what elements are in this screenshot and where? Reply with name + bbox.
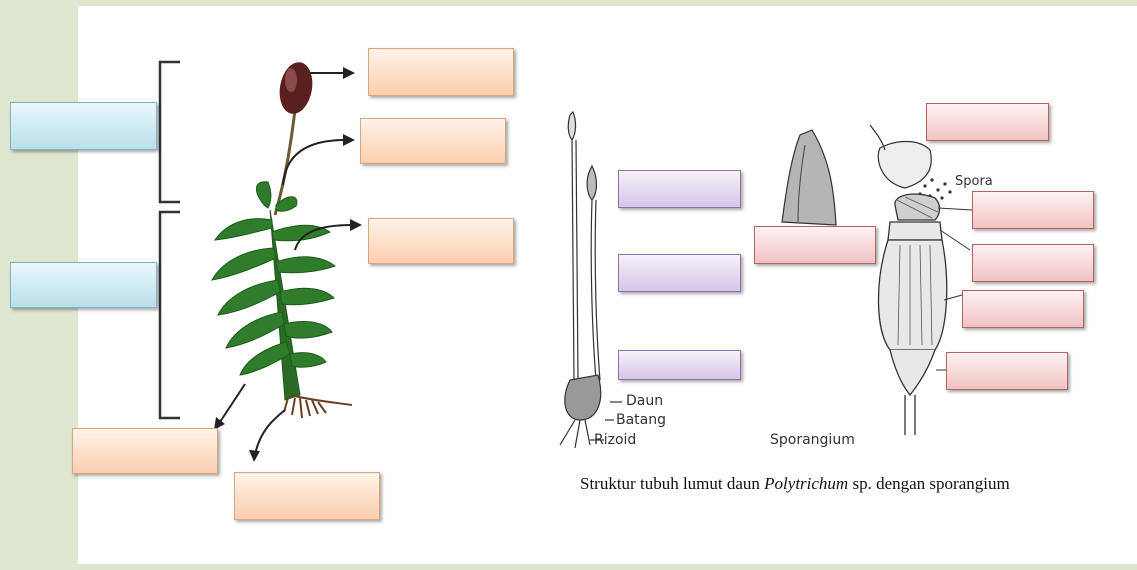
answer-box-red-operculum[interactable] xyxy=(926,103,1049,141)
caption-text-end: sp. dengan sporangium xyxy=(848,474,1009,493)
answer-box-blue-sporophyte[interactable] xyxy=(10,102,157,150)
figure-caption: Struktur tubuh lumut daun Polytrichum sp… xyxy=(580,474,1010,494)
answer-box-red-calyptra[interactable] xyxy=(754,226,876,264)
label-batang: Batang xyxy=(616,412,666,428)
answer-box-orange-leaf[interactable] xyxy=(368,218,514,264)
caption-text-start: Struktur tubuh lumut daun xyxy=(580,474,764,493)
answer-box-purple-3[interactable] xyxy=(618,350,741,380)
answer-box-blue-gametophyte[interactable] xyxy=(10,262,157,308)
answer-box-purple-1[interactable] xyxy=(618,170,741,208)
caption-genus: Polytrichum xyxy=(764,474,848,493)
answer-box-orange-seta[interactable] xyxy=(360,118,506,164)
label-rizoid: Rizoid xyxy=(594,432,636,448)
answer-box-purple-2[interactable] xyxy=(618,254,741,292)
answer-box-red-capsule-wall[interactable] xyxy=(962,290,1084,328)
label-daun: Daun xyxy=(626,393,663,409)
answer-box-red-annulus[interactable] xyxy=(972,244,1094,282)
answer-box-red-apophysis[interactable] xyxy=(946,352,1068,390)
answer-box-red-peristome[interactable] xyxy=(972,191,1094,229)
answer-box-orange-capsule[interactable] xyxy=(368,48,514,96)
answer-box-orange-rhizoid[interactable] xyxy=(234,472,380,520)
label-sporangium: Sporangium xyxy=(770,432,855,448)
label-spora: Spora xyxy=(955,174,993,189)
answer-box-orange-stem[interactable] xyxy=(72,428,218,474)
